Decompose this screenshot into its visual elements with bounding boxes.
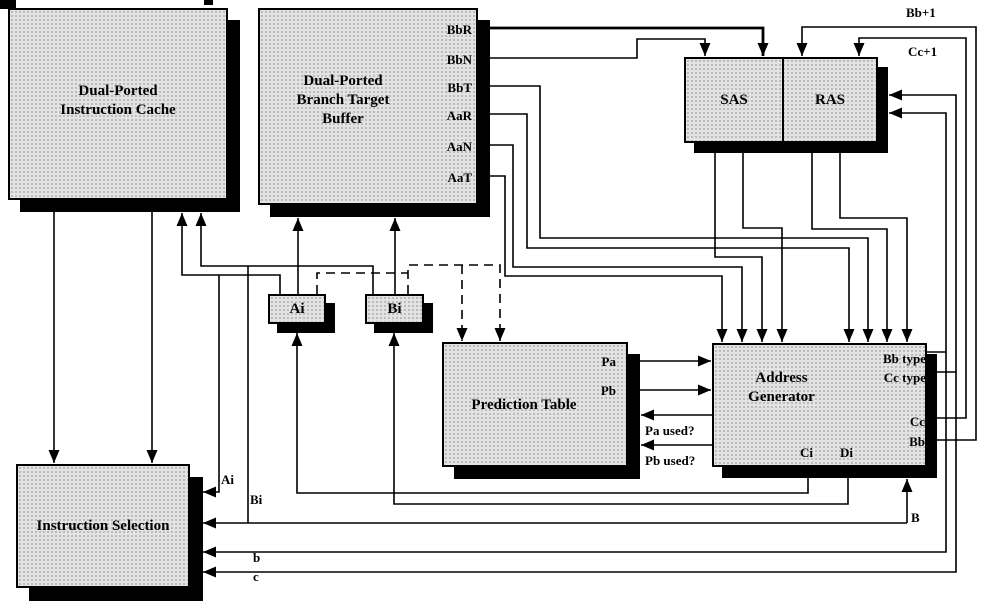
prediction-table-title: Prediction Table xyxy=(471,397,577,413)
prediction-table-port-pb: Pb xyxy=(600,383,616,398)
ai-register-box: Ai xyxy=(268,294,326,324)
sas-label: SAS xyxy=(720,91,748,108)
label-pb-used: Pb used? xyxy=(645,453,696,468)
prediction-table-port-pa: Pa xyxy=(601,354,616,369)
wire-bbt xyxy=(478,85,874,342)
wire-sas-out1 xyxy=(714,143,768,342)
wire-bi-to-cache xyxy=(195,213,374,296)
ras-label: RAS xyxy=(814,91,845,108)
wire-cc-type xyxy=(889,89,957,373)
label-bi: Bi xyxy=(250,492,263,507)
instruction-cache-box: Dual-Ported Instruction Cache xyxy=(8,8,228,200)
wire-sas-out2 xyxy=(742,143,788,342)
ag-port-cc-type: Cc type xyxy=(883,370,926,385)
ag-port-ci: Ci xyxy=(800,445,813,460)
sas-box: SAS xyxy=(686,59,784,141)
wire-bbr xyxy=(478,26,769,56)
label-cc-plus-1: Cc+1 xyxy=(908,44,938,59)
label-ai: Ai xyxy=(221,472,234,487)
label-c-lower: c xyxy=(253,569,259,584)
ag-port-bb: Bb xyxy=(909,434,925,449)
wire-ai-to-selection xyxy=(203,275,220,498)
btb-port-aat: AaT xyxy=(447,170,472,185)
branch-target-buffer-title: Dual-Ported Branch Target Buffer xyxy=(296,73,390,127)
wire-bb-plus1 xyxy=(796,26,977,441)
wire-aat xyxy=(478,175,728,342)
wire-ci xyxy=(291,333,809,494)
label-b-lower: b xyxy=(253,550,261,565)
instruction-selection-box: Instruction Selection xyxy=(16,464,190,588)
ag-port-bb-type: Bb type xyxy=(883,351,926,366)
prediction-table-box: Prediction Table Pa Pb xyxy=(442,342,628,467)
wire-b-lower xyxy=(203,352,947,558)
instruction-selection-title: Instruction Selection xyxy=(36,517,170,534)
wire-dashed-ai xyxy=(316,272,408,294)
instruction-cache-title: Dual-Ported Instruction Cache xyxy=(60,83,176,118)
wire-dashed-bi xyxy=(407,264,506,341)
bi-register-label: Bi xyxy=(387,300,402,317)
wire-ras-out2 xyxy=(839,143,913,342)
scan-artifact xyxy=(204,0,213,5)
btb-port-bbn: BbN xyxy=(446,52,472,67)
wire-cc-plus1 xyxy=(853,37,967,419)
btb-port-bbr: BbR xyxy=(446,22,472,37)
address-generator-title: Address Generator xyxy=(748,370,815,405)
ai-register-label: Ai xyxy=(289,300,305,317)
btb-port-bbt: BbT xyxy=(447,80,472,95)
btb-port-aan: AaN xyxy=(446,139,472,154)
ag-port-di: Di xyxy=(840,445,853,460)
btb-port-aar: AaR xyxy=(446,108,472,123)
address-generator-box: Address Generator Bb type Cc type Cc Bb … xyxy=(712,343,927,467)
label-b-cap: B xyxy=(911,510,920,525)
wire-aar xyxy=(478,113,855,342)
branch-target-buffer-box: Dual-Ported Branch Target Buffer BbR BbN… xyxy=(258,8,478,205)
wire-aan xyxy=(478,144,748,342)
wire-di xyxy=(388,333,849,505)
bi-register-box: Bi xyxy=(365,294,424,324)
wire-ai-to-cache xyxy=(176,213,281,296)
sas-ras-box: SAS RAS xyxy=(684,57,878,143)
wire-ras-out1 xyxy=(811,143,893,342)
label-pa-used: Pa used? xyxy=(645,423,695,438)
ras-box: RAS xyxy=(784,59,876,141)
wire-c-lower xyxy=(203,372,957,578)
scan-artifact xyxy=(0,0,16,9)
wire-bbn xyxy=(478,38,711,59)
wire-bb-type xyxy=(889,107,947,353)
label-bb-plus-1: Bb+1 xyxy=(906,5,936,20)
ag-port-cc: Cc xyxy=(909,414,925,429)
